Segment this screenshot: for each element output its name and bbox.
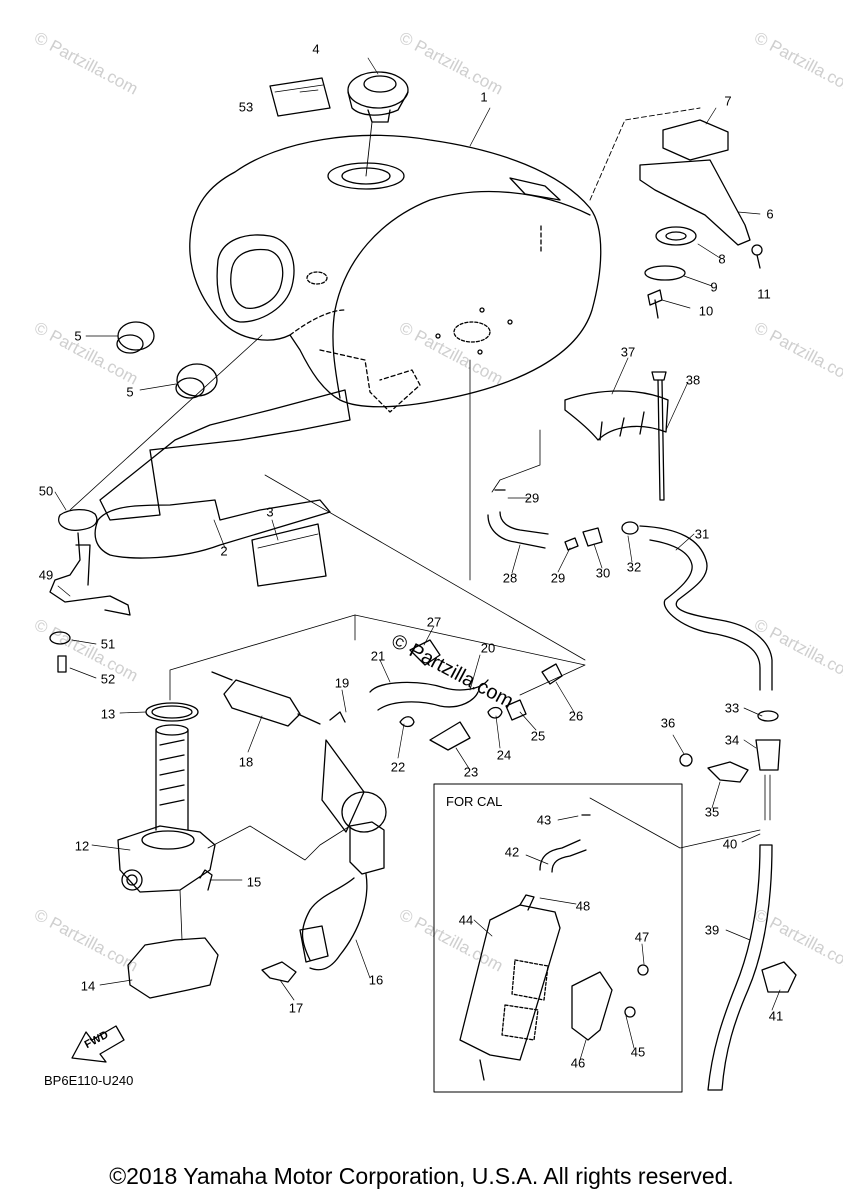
- callout-26: 26: [568, 708, 584, 724]
- clamp-part: [409, 639, 441, 666]
- for-cal-box: [433, 783, 683, 1093]
- callout-14: 14: [80, 978, 96, 994]
- fuel-pump-part: [117, 724, 216, 893]
- plate-part: [251, 523, 327, 587]
- callout-19: 19: [334, 675, 350, 691]
- callout-31: 31: [694, 526, 710, 542]
- callout-9: 9: [710, 279, 718, 295]
- callout-41: 41: [768, 1008, 784, 1024]
- pump-cover-part: [127, 937, 219, 999]
- hose-part: [539, 839, 581, 871]
- hose-part: [369, 679, 489, 693]
- clip-part: [761, 961, 797, 993]
- rubber-cover-part: [564, 390, 669, 441]
- callout-53: 53: [238, 99, 254, 115]
- callout-23: 23: [463, 764, 479, 780]
- callout-37: 37: [620, 344, 636, 360]
- copyright-notice: ©2018 Yamaha Motor Corporation, U.S.A. A…: [109, 1163, 734, 1189]
- callout-36: 36: [660, 715, 676, 731]
- callout-25: 25: [530, 728, 546, 744]
- drain-hose-part: [707, 844, 773, 1091]
- callout-12: 12: [74, 838, 90, 854]
- callout-52: 52: [100, 671, 116, 687]
- callout-2: 2: [220, 543, 228, 559]
- fwd-arrow-icon: [71, 1025, 125, 1063]
- wire-harness-part: [299, 821, 385, 971]
- callout-51: 51: [100, 636, 116, 652]
- callout-47: 47: [634, 929, 650, 945]
- callout-20: 20: [480, 640, 496, 656]
- callout-17: 17: [288, 1000, 304, 1016]
- callout-50: 50: [38, 483, 54, 499]
- cable-tie-part: [651, 371, 667, 381]
- decal-part: [269, 77, 331, 117]
- callout-42: 42: [504, 844, 520, 860]
- callout-35: 35: [704, 804, 720, 820]
- valve-part: [755, 739, 781, 771]
- washer-part: [644, 265, 686, 281]
- fuel-tank-part: [189, 134, 602, 413]
- fuel-cap-part: [347, 71, 409, 177]
- callout-29b: 29: [550, 570, 566, 586]
- diagram-code: BP6E110-U240: [44, 1073, 134, 1088]
- hose-part: [487, 514, 546, 549]
- callout-5a: 5: [74, 328, 82, 344]
- callout-28: 28: [502, 570, 518, 586]
- washer-part: [49, 631, 71, 645]
- side-cover-part: [99, 389, 351, 521]
- callout-16: 16: [368, 972, 384, 988]
- callout-24: 24: [496, 747, 512, 763]
- callout-29a: 29: [524, 490, 540, 506]
- callout-30: 30: [595, 565, 611, 581]
- bracket-part: [639, 159, 751, 246]
- canister-part: [459, 894, 561, 1081]
- callout-39: 39: [704, 922, 720, 938]
- bracket-part: [571, 971, 613, 1041]
- for-cal-title: FOR CAL: [446, 794, 503, 809]
- callout-22: 22: [390, 759, 406, 775]
- damper-part: [655, 226, 697, 246]
- callout-18: 18: [238, 754, 254, 770]
- callout-15: 15: [246, 874, 262, 890]
- callout-21: 21: [370, 648, 386, 664]
- callout-49: 49: [38, 567, 54, 583]
- callout-38: 38: [685, 372, 701, 388]
- callout-46: 46: [570, 1055, 586, 1071]
- callout-33: 33: [724, 700, 740, 716]
- callout-40: 40: [722, 836, 738, 852]
- callout-34: 34: [724, 732, 740, 748]
- pressure-regulator-part: [321, 711, 387, 833]
- callout-45: 45: [630, 1044, 646, 1060]
- callout-3: 3: [266, 504, 274, 520]
- callout-11: 11: [757, 286, 771, 302]
- gasket-part: [58, 508, 98, 531]
- fuel-filter-part: [211, 671, 321, 727]
- callout-13: 13: [100, 706, 116, 722]
- callout-43: 43: [536, 812, 552, 828]
- callout-8: 8: [718, 251, 726, 267]
- cushion-part: [662, 119, 729, 161]
- holder-part: [707, 761, 749, 783]
- callout-1: 1: [480, 89, 488, 105]
- callout-10: 10: [698, 303, 714, 319]
- callout-4: 4: [312, 41, 320, 57]
- callout-27: 27: [426, 614, 442, 630]
- callout-44: 44: [458, 912, 474, 928]
- callout-5b: 5: [126, 384, 134, 400]
- callout-6: 6: [766, 206, 774, 222]
- vent-hose-part: [639, 525, 773, 691]
- callout-32: 32: [626, 559, 642, 575]
- callout-7: 7: [724, 93, 732, 109]
- callout-48: 48: [575, 898, 591, 914]
- clip-part: [261, 961, 297, 983]
